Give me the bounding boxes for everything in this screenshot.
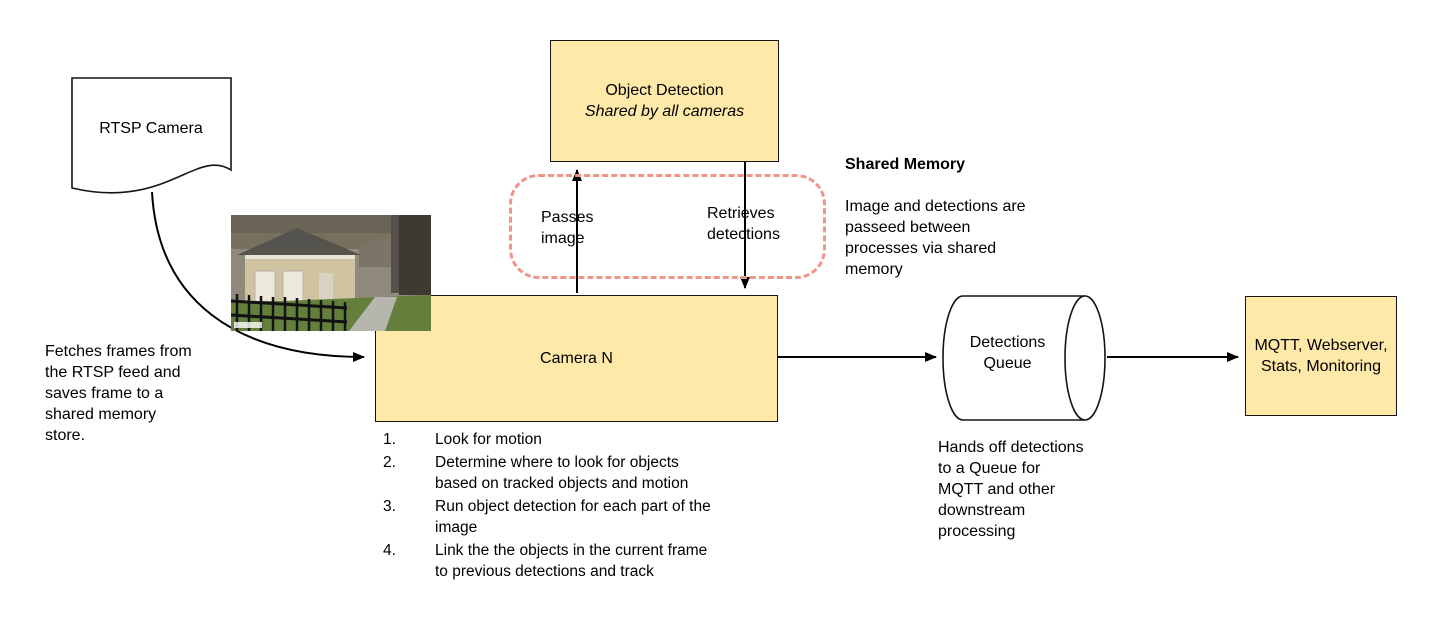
camera-steps-list: 1. Look for motion 2. Determine where to… (383, 429, 783, 584)
step-number: 3. (383, 497, 396, 515)
outputs-label: MQTT, Webserver, Stats, Monitoring (1254, 337, 1388, 375)
step-item: 3. Run object detection for each part of… (383, 496, 783, 539)
step-text: Determine where to look for objects base… (435, 453, 689, 493)
fetches-frames-note: Fetches frames from the RTSP feed and sa… (45, 343, 192, 444)
shared-memory-note-title: Shared Memory (845, 156, 966, 173)
camera-snapshot-image (231, 215, 431, 331)
hands-off-note: Hands off detections to a Queue for MQTT… (938, 439, 1084, 540)
object-detection-subtitle: Shared by all cameras (584, 103, 745, 120)
object-detection-node: Object Detection Shared by all cameras (550, 40, 779, 162)
step-text: Link the the objects in the current fram… (435, 541, 708, 581)
detections-queue-end-cap (1064, 295, 1106, 421)
detections-queue-label: Detections Queue (969, 334, 1046, 372)
step-text: Run object detection for each part of th… (435, 497, 711, 537)
passes-image-label: Passes image (541, 209, 594, 247)
shared-memory-note: Shared Memory Image and detections are p… (845, 133, 1070, 301)
camera-n-node: Camera N (375, 295, 778, 422)
step-text: Look for motion (435, 431, 542, 448)
step-number: 2. (383, 453, 396, 471)
step-item: 2. Determine where to look for objects b… (383, 452, 783, 495)
step-item: 4. Link the the objects in the current f… (383, 540, 783, 583)
step-number: 4. (383, 541, 396, 559)
outputs-node: MQTT, Webserver, Stats, Monitoring (1245, 296, 1397, 416)
camera-n-label: Camera N (540, 350, 613, 367)
shared-memory-region (509, 174, 826, 279)
step-number: 1. (383, 431, 396, 448)
object-detection-title: Object Detection (605, 82, 724, 99)
rtsp-camera-label: RTSP Camera (99, 120, 203, 137)
camera-timestamp-overlay (234, 322, 262, 328)
shared-memory-note-body: Image and detections are passeed between… (845, 198, 1026, 278)
retrieves-detections-label: Retrieves detections (707, 205, 780, 243)
step-item: 1. Look for motion (383, 429, 783, 451)
